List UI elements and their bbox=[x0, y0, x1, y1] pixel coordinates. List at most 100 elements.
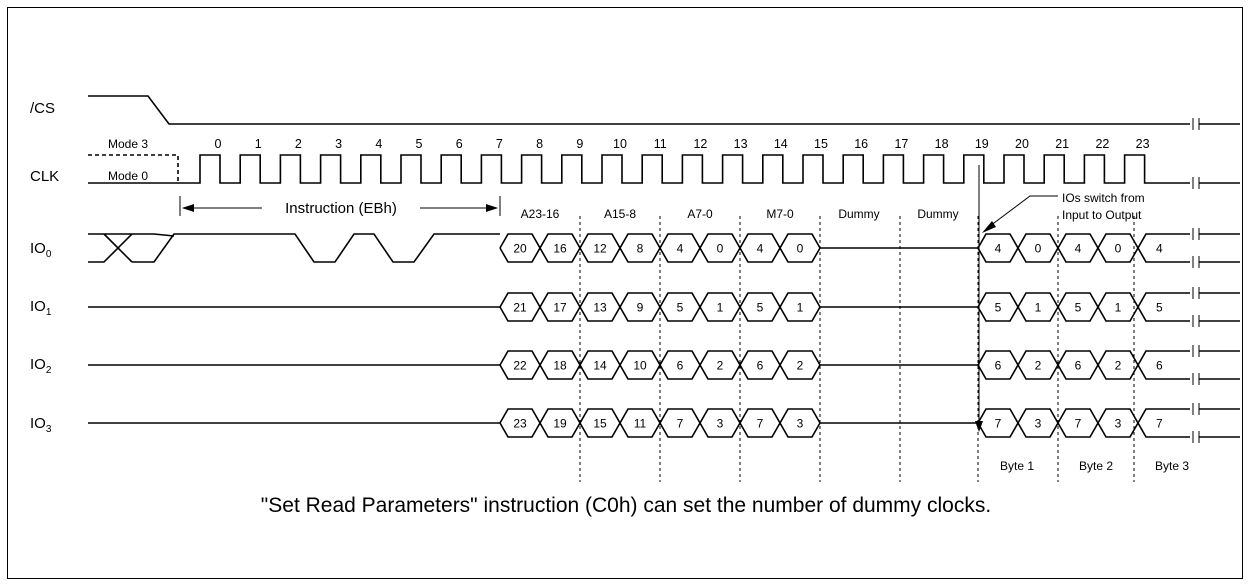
clock-number: 13 bbox=[734, 137, 748, 151]
io-bit: 6 bbox=[677, 359, 684, 373]
io-bit: 4 bbox=[757, 242, 764, 256]
io3-label: IO3 bbox=[30, 415, 52, 435]
clk-pulses bbox=[178, 154, 1190, 184]
clock-number: 15 bbox=[814, 137, 828, 151]
io-out-bit: 6 bbox=[1075, 359, 1082, 373]
io-out-bottom bbox=[977, 421, 1190, 438]
io-out-bit: 7 bbox=[995, 417, 1002, 431]
io1-label: IO1 bbox=[30, 298, 52, 318]
segment-label: A7-0 bbox=[687, 207, 713, 221]
io-bit: 17 bbox=[553, 301, 567, 315]
io-bit: 1 bbox=[797, 301, 804, 315]
clock-number: 12 bbox=[693, 137, 707, 151]
io-bit: 5 bbox=[677, 301, 684, 315]
caption: "Set Read Parameters" instruction (C0h) … bbox=[261, 494, 991, 517]
io-out-top bbox=[977, 350, 1190, 367]
io-bit: 3 bbox=[717, 417, 724, 431]
io0-label: IO0 bbox=[30, 240, 52, 260]
io-switch-arrow bbox=[975, 165, 1058, 432]
instruction-span bbox=[179, 196, 501, 216]
clock-number: 6 bbox=[456, 137, 463, 151]
clock-number: 21 bbox=[1055, 137, 1069, 151]
clock-number: 20 bbox=[1015, 137, 1029, 151]
clock-number: 0 bbox=[215, 137, 222, 151]
segment-label: M7-0 bbox=[766, 207, 794, 221]
mode0-label: Mode 0 bbox=[108, 169, 148, 183]
clk-waveform bbox=[178, 154, 1190, 184]
io-bit: 9 bbox=[637, 301, 644, 315]
byte-label: Byte 3 bbox=[1155, 459, 1189, 473]
clock-number: 22 bbox=[1095, 137, 1109, 151]
io-bit: 5 bbox=[757, 301, 764, 315]
io-switch-note-line2: Input to Output bbox=[1062, 208, 1142, 222]
mode3-label: Mode 3 bbox=[108, 137, 148, 151]
io-bit: 8 bbox=[637, 242, 644, 256]
io-out-top bbox=[977, 233, 1190, 250]
byte-label: Byte 2 bbox=[1079, 459, 1113, 473]
io-bit: 19 bbox=[553, 417, 567, 431]
io-bus-bottom bbox=[499, 246, 821, 263]
clock-number: 8 bbox=[536, 137, 543, 151]
clock-number: 16 bbox=[854, 137, 868, 151]
clock-number: 18 bbox=[935, 137, 949, 151]
io-out-bit: 4 bbox=[1156, 242, 1163, 256]
io-bus-bottom bbox=[499, 421, 821, 438]
byte-label: Byte 1 bbox=[1000, 459, 1034, 473]
io-out-top bbox=[977, 292, 1190, 309]
io-bit: 11 bbox=[634, 417, 647, 431]
io-bit: 22 bbox=[513, 359, 527, 373]
io-out-bit: 6 bbox=[1156, 359, 1163, 373]
io-out-bit: 2 bbox=[1035, 359, 1042, 373]
io-out-bit: 2 bbox=[1115, 359, 1122, 373]
io-out-bit: 4 bbox=[995, 242, 1002, 256]
io-out-bit: 3 bbox=[1115, 417, 1122, 431]
io-out-bit: 5 bbox=[995, 301, 1002, 315]
cs-waveform bbox=[88, 95, 1190, 125]
io-bit: 21 bbox=[513, 301, 527, 315]
segment-label: A15-8 bbox=[604, 207, 636, 221]
io-bit: 12 bbox=[593, 242, 607, 256]
io-bit: 18 bbox=[553, 359, 567, 373]
clock-number: 23 bbox=[1136, 137, 1150, 151]
segment-label: Dummy bbox=[917, 207, 958, 221]
io0-instruction-waveform bbox=[88, 233, 500, 263]
byte-labels: Byte 1 Byte 2 Byte 3 bbox=[1000, 459, 1189, 473]
clock-number: 11 bbox=[654, 137, 667, 151]
clk-mode3-dashed bbox=[88, 154, 179, 183]
io-out-bit: 7 bbox=[1156, 417, 1163, 431]
io-out-bit: 3 bbox=[1035, 417, 1042, 431]
io-bit: 15 bbox=[593, 417, 607, 431]
clock-number: 7 bbox=[496, 137, 503, 151]
io-out-bottom bbox=[977, 363, 1190, 380]
io-out-bit: 7 bbox=[1075, 417, 1082, 431]
io-bit: 2 bbox=[717, 359, 724, 373]
break-marks bbox=[1190, 118, 1240, 443]
io-bit: 3 bbox=[797, 417, 804, 431]
io-out-bit: 5 bbox=[1075, 301, 1082, 315]
cs-label: /CS bbox=[30, 100, 55, 117]
segment-label: A23-16 bbox=[521, 207, 560, 221]
segment-label: Dummy bbox=[838, 207, 879, 221]
io-out-bit: 4 bbox=[1075, 242, 1082, 256]
io-out-bit: 0 bbox=[1035, 242, 1042, 256]
io-bit: 7 bbox=[677, 417, 684, 431]
io-bit: 14 bbox=[593, 359, 607, 373]
io-bit: 16 bbox=[553, 242, 567, 256]
io-out-bit: 1 bbox=[1035, 301, 1042, 315]
io-bit: 23 bbox=[513, 417, 527, 431]
clock-number: 3 bbox=[335, 137, 342, 151]
io-out-top bbox=[977, 408, 1190, 425]
clock-number: 1 bbox=[255, 137, 262, 151]
io-out-bottom bbox=[977, 246, 1190, 263]
cycle-guides bbox=[579, 216, 1135, 482]
clock-number: 4 bbox=[375, 137, 382, 151]
io-bit: 6 bbox=[757, 359, 764, 373]
io-bit: 10 bbox=[633, 359, 647, 373]
io-bit: 1 bbox=[717, 301, 724, 315]
io2-label: IO2 bbox=[30, 356, 52, 376]
io-bit: 2 bbox=[797, 359, 804, 373]
clock-number: 9 bbox=[576, 137, 583, 151]
clock-number: 19 bbox=[975, 137, 989, 151]
io-out-bottom bbox=[977, 305, 1190, 322]
